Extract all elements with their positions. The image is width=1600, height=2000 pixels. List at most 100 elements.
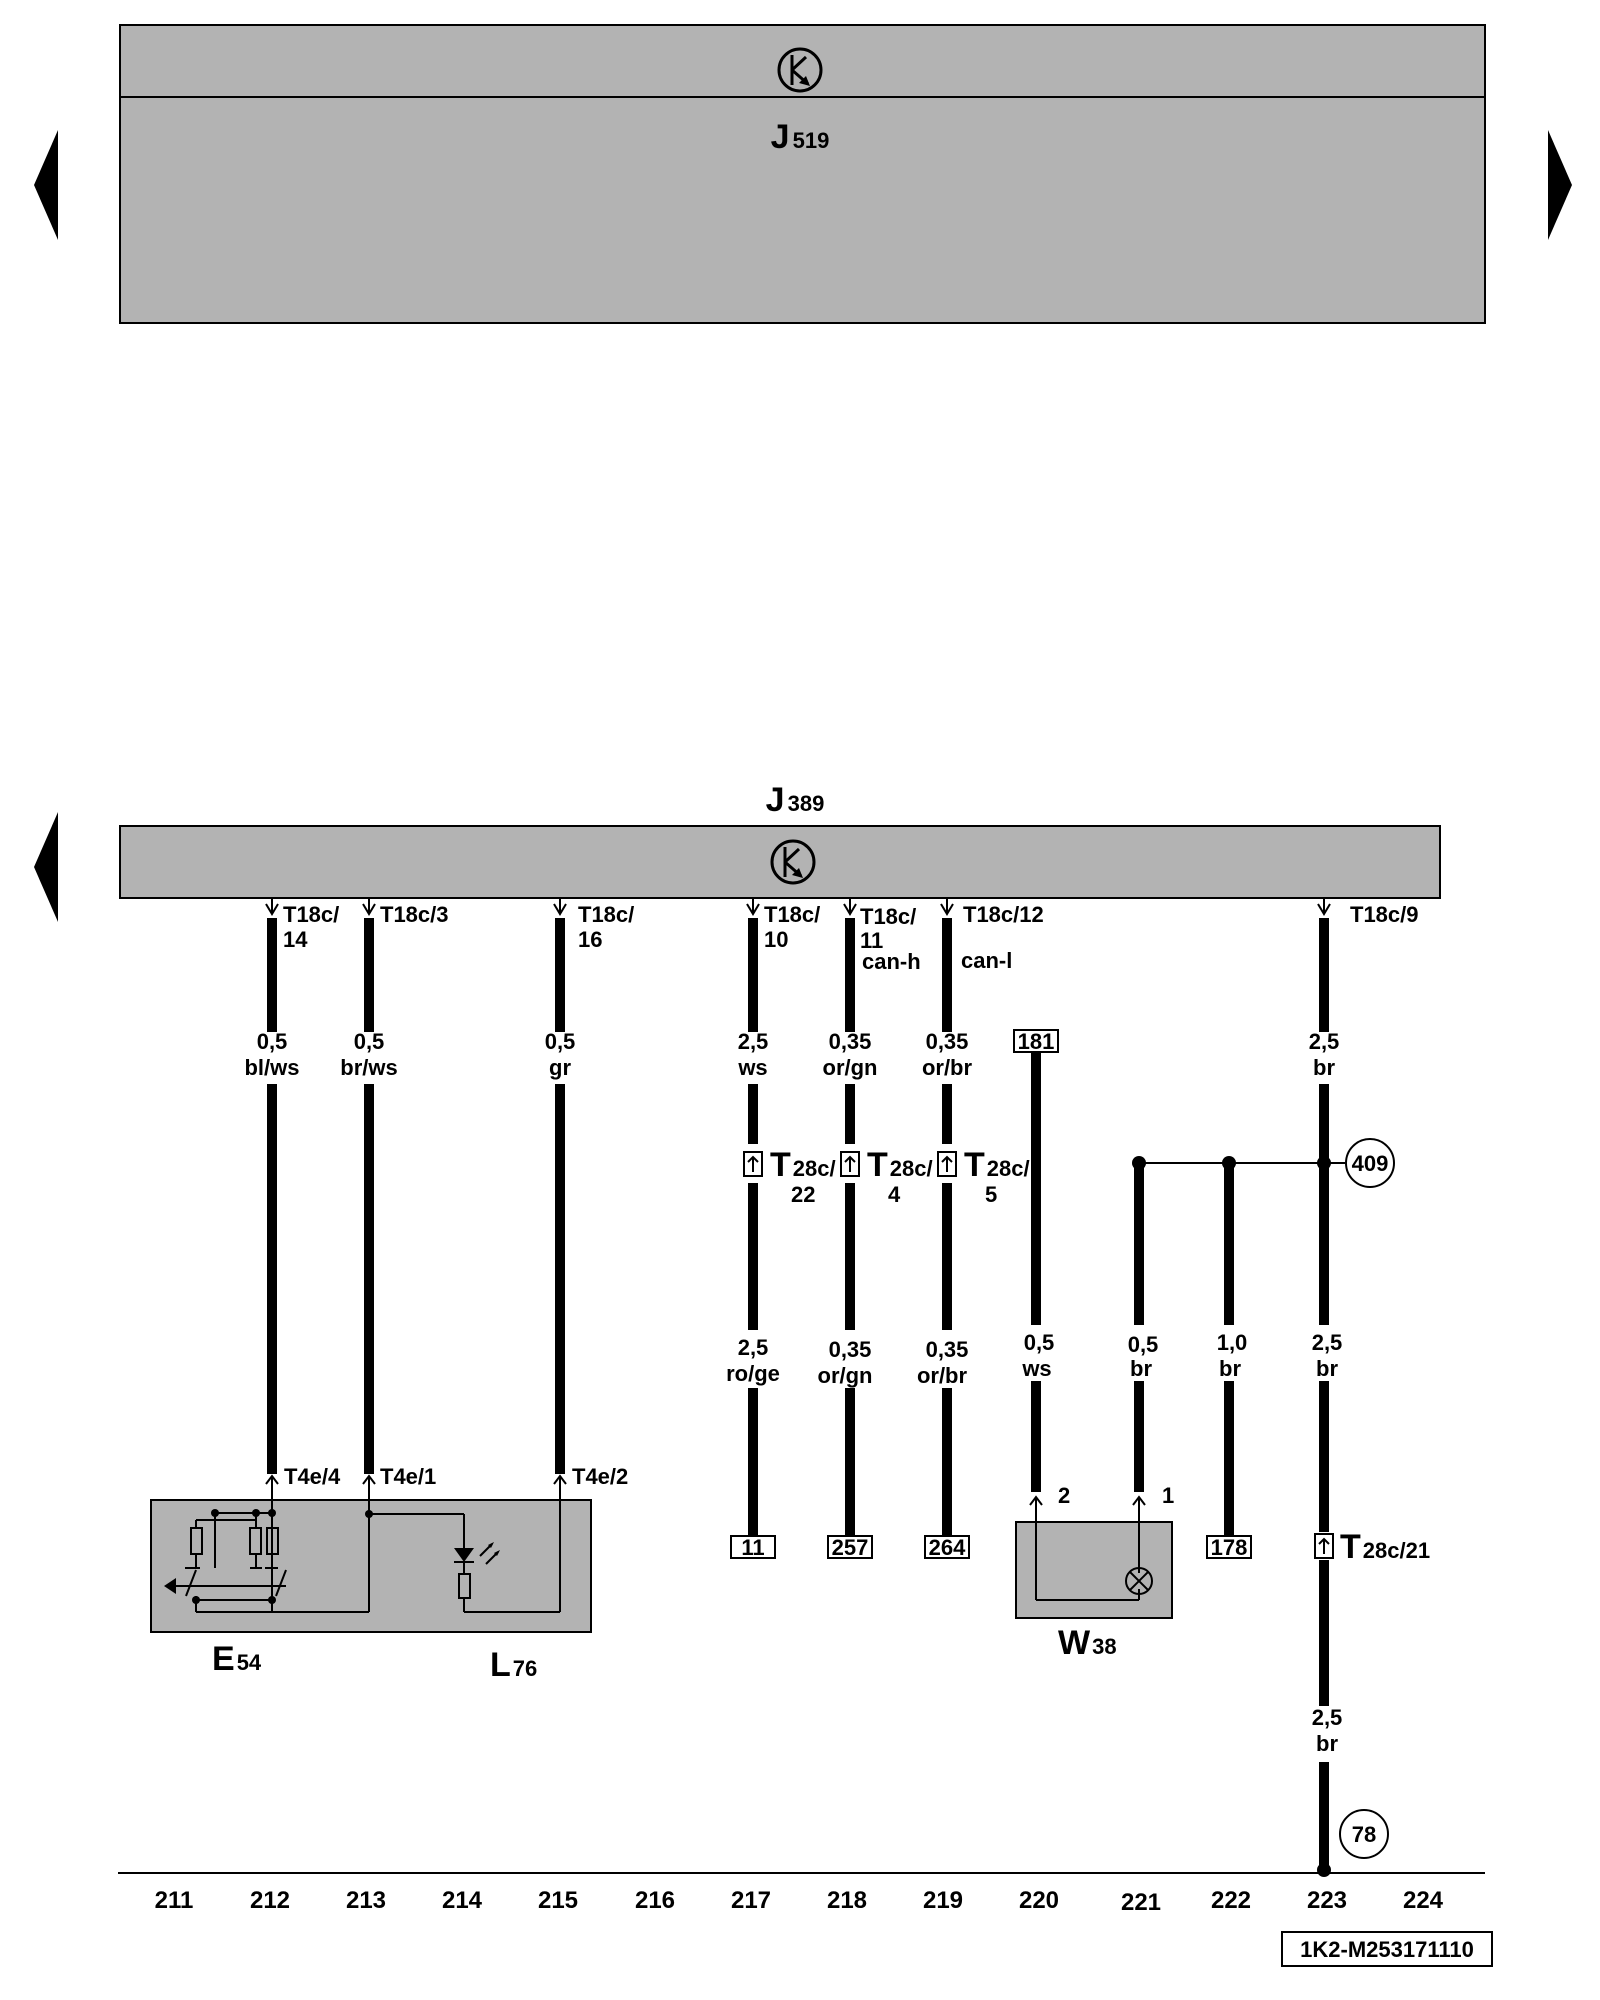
column-number: 217 [731, 1887, 771, 1914]
connector-t28c-22: T28c/ 22 [743, 1146, 836, 1207]
svg-text:409: 409 [1352, 1151, 1389, 1176]
pin-arrow-icon [265, 1474, 279, 1500]
junction-dot [1222, 1156, 1236, 1170]
component-e54-label: E54 [212, 1640, 262, 1678]
wire-lines [267, 918, 1329, 1870]
connector-t28c-5: T28c/ 5 [937, 1146, 1030, 1207]
component-e54-l76: T4e/4 T4e/1 T4e/2 E54 L76 [150, 1464, 628, 1684]
column-number: 212 [250, 1887, 290, 1914]
pin-arrow-icon [843, 898, 857, 916]
pin-label: T4e/1 [380, 1464, 436, 1489]
connector-t28c-21: T28c/21 [1314, 1528, 1430, 1566]
pin-arrow-icon [362, 1474, 376, 1500]
component-w38-label: W38 [1058, 1624, 1117, 1662]
reference-181: 181 [1013, 1029, 1059, 1054]
pin-label: T18c/10 [764, 902, 820, 952]
pin-arrow-icon [746, 898, 760, 916]
reference-264: 264 [924, 1535, 970, 1560]
reference-257: 257 [827, 1535, 873, 1560]
control-unit-symbol-icon [770, 839, 816, 885]
column-number: 211 [155, 1887, 194, 1914]
pin-label: T18c/3 [380, 902, 449, 927]
connector-label: 5 [985, 1182, 997, 1207]
pin-label: T18c/16 [578, 902, 634, 952]
pin-label: T4e/2 [572, 1464, 628, 1489]
triangle-left-icon[interactable] [34, 812, 58, 922]
junction-dot [1317, 1863, 1331, 1877]
pin-label: T18c/9 [1350, 902, 1419, 927]
connector-label: T28c/ [867, 1146, 933, 1184]
pin-arrow-icon [553, 898, 567, 916]
pin-arrow-icon [362, 898, 376, 916]
component-l76-label: L76 [490, 1646, 537, 1684]
diagram-id: 1K2-M253171110 [1300, 1937, 1474, 1962]
junction-dot [1132, 1156, 1146, 1170]
column-numbers: 211 212 213 214 215 216 217 218 219 220 … [155, 1887, 1444, 1916]
column-number: 219 [923, 1887, 963, 1914]
svg-text:11: 11 [741, 1535, 764, 1560]
column-number: 214 [442, 1887, 483, 1914]
pin-label: T4e/4 [284, 1464, 341, 1489]
column-number: 213 [346, 1887, 386, 1914]
component-w38: 2 1 W38 [1015, 1483, 1174, 1662]
triangle-left-icon[interactable] [34, 130, 58, 240]
svg-text:264: 264 [929, 1535, 966, 1560]
connector-label: T28c/ [964, 1146, 1030, 1184]
control-unit-symbol-icon [777, 47, 823, 93]
triangle-right-icon[interactable] [1548, 130, 1572, 240]
pin-label: T18c/14 [283, 902, 339, 952]
ground-point-78: 78 [1339, 1809, 1389, 1859]
svg-text:78: 78 [1352, 1822, 1376, 1847]
diagram-id-box: 1K2-M253171110 [1281, 1931, 1493, 1967]
connector-label: 22 [791, 1182, 815, 1207]
svg-text:178: 178 [1211, 1535, 1248, 1560]
column-number: 223 [1307, 1887, 1347, 1914]
pin-arrow-icon [1029, 1495, 1043, 1522]
column-number: 218 [827, 1887, 867, 1914]
lamp-icon [1125, 1567, 1153, 1595]
connector-label: 4 [888, 1182, 901, 1207]
junction-dot [1317, 1156, 1331, 1170]
component-e54-l76-box [150, 1499, 592, 1633]
pin-arrow-icon [1317, 898, 1331, 916]
reference-178: 178 [1206, 1535, 1252, 1560]
pin-arrow-icon [553, 1474, 567, 1500]
control-unit-j389-box [119, 825, 1441, 899]
column-number: 222 [1211, 1887, 1251, 1914]
control-unit-j519-box [119, 24, 1486, 324]
svg-text:181: 181 [1018, 1029, 1055, 1054]
pin-arrow-icon [1132, 1495, 1146, 1522]
column-number: 215 [538, 1887, 578, 1914]
svg-text:257: 257 [832, 1535, 869, 1560]
connector-label: T28c/ [770, 1146, 836, 1184]
pin-arrow-icon [940, 898, 954, 916]
column-number: 224 [1403, 1887, 1444, 1914]
reference-11: 11 [730, 1535, 776, 1560]
pin-label: 1 [1162, 1483, 1174, 1508]
column-number: 216 [635, 1887, 675, 1914]
pin-arrows [265, 898, 1331, 916]
component-w38-box [1015, 1521, 1173, 1619]
column-number: 221 [1121, 1889, 1161, 1916]
ground-point-409: 409 [1345, 1138, 1395, 1188]
